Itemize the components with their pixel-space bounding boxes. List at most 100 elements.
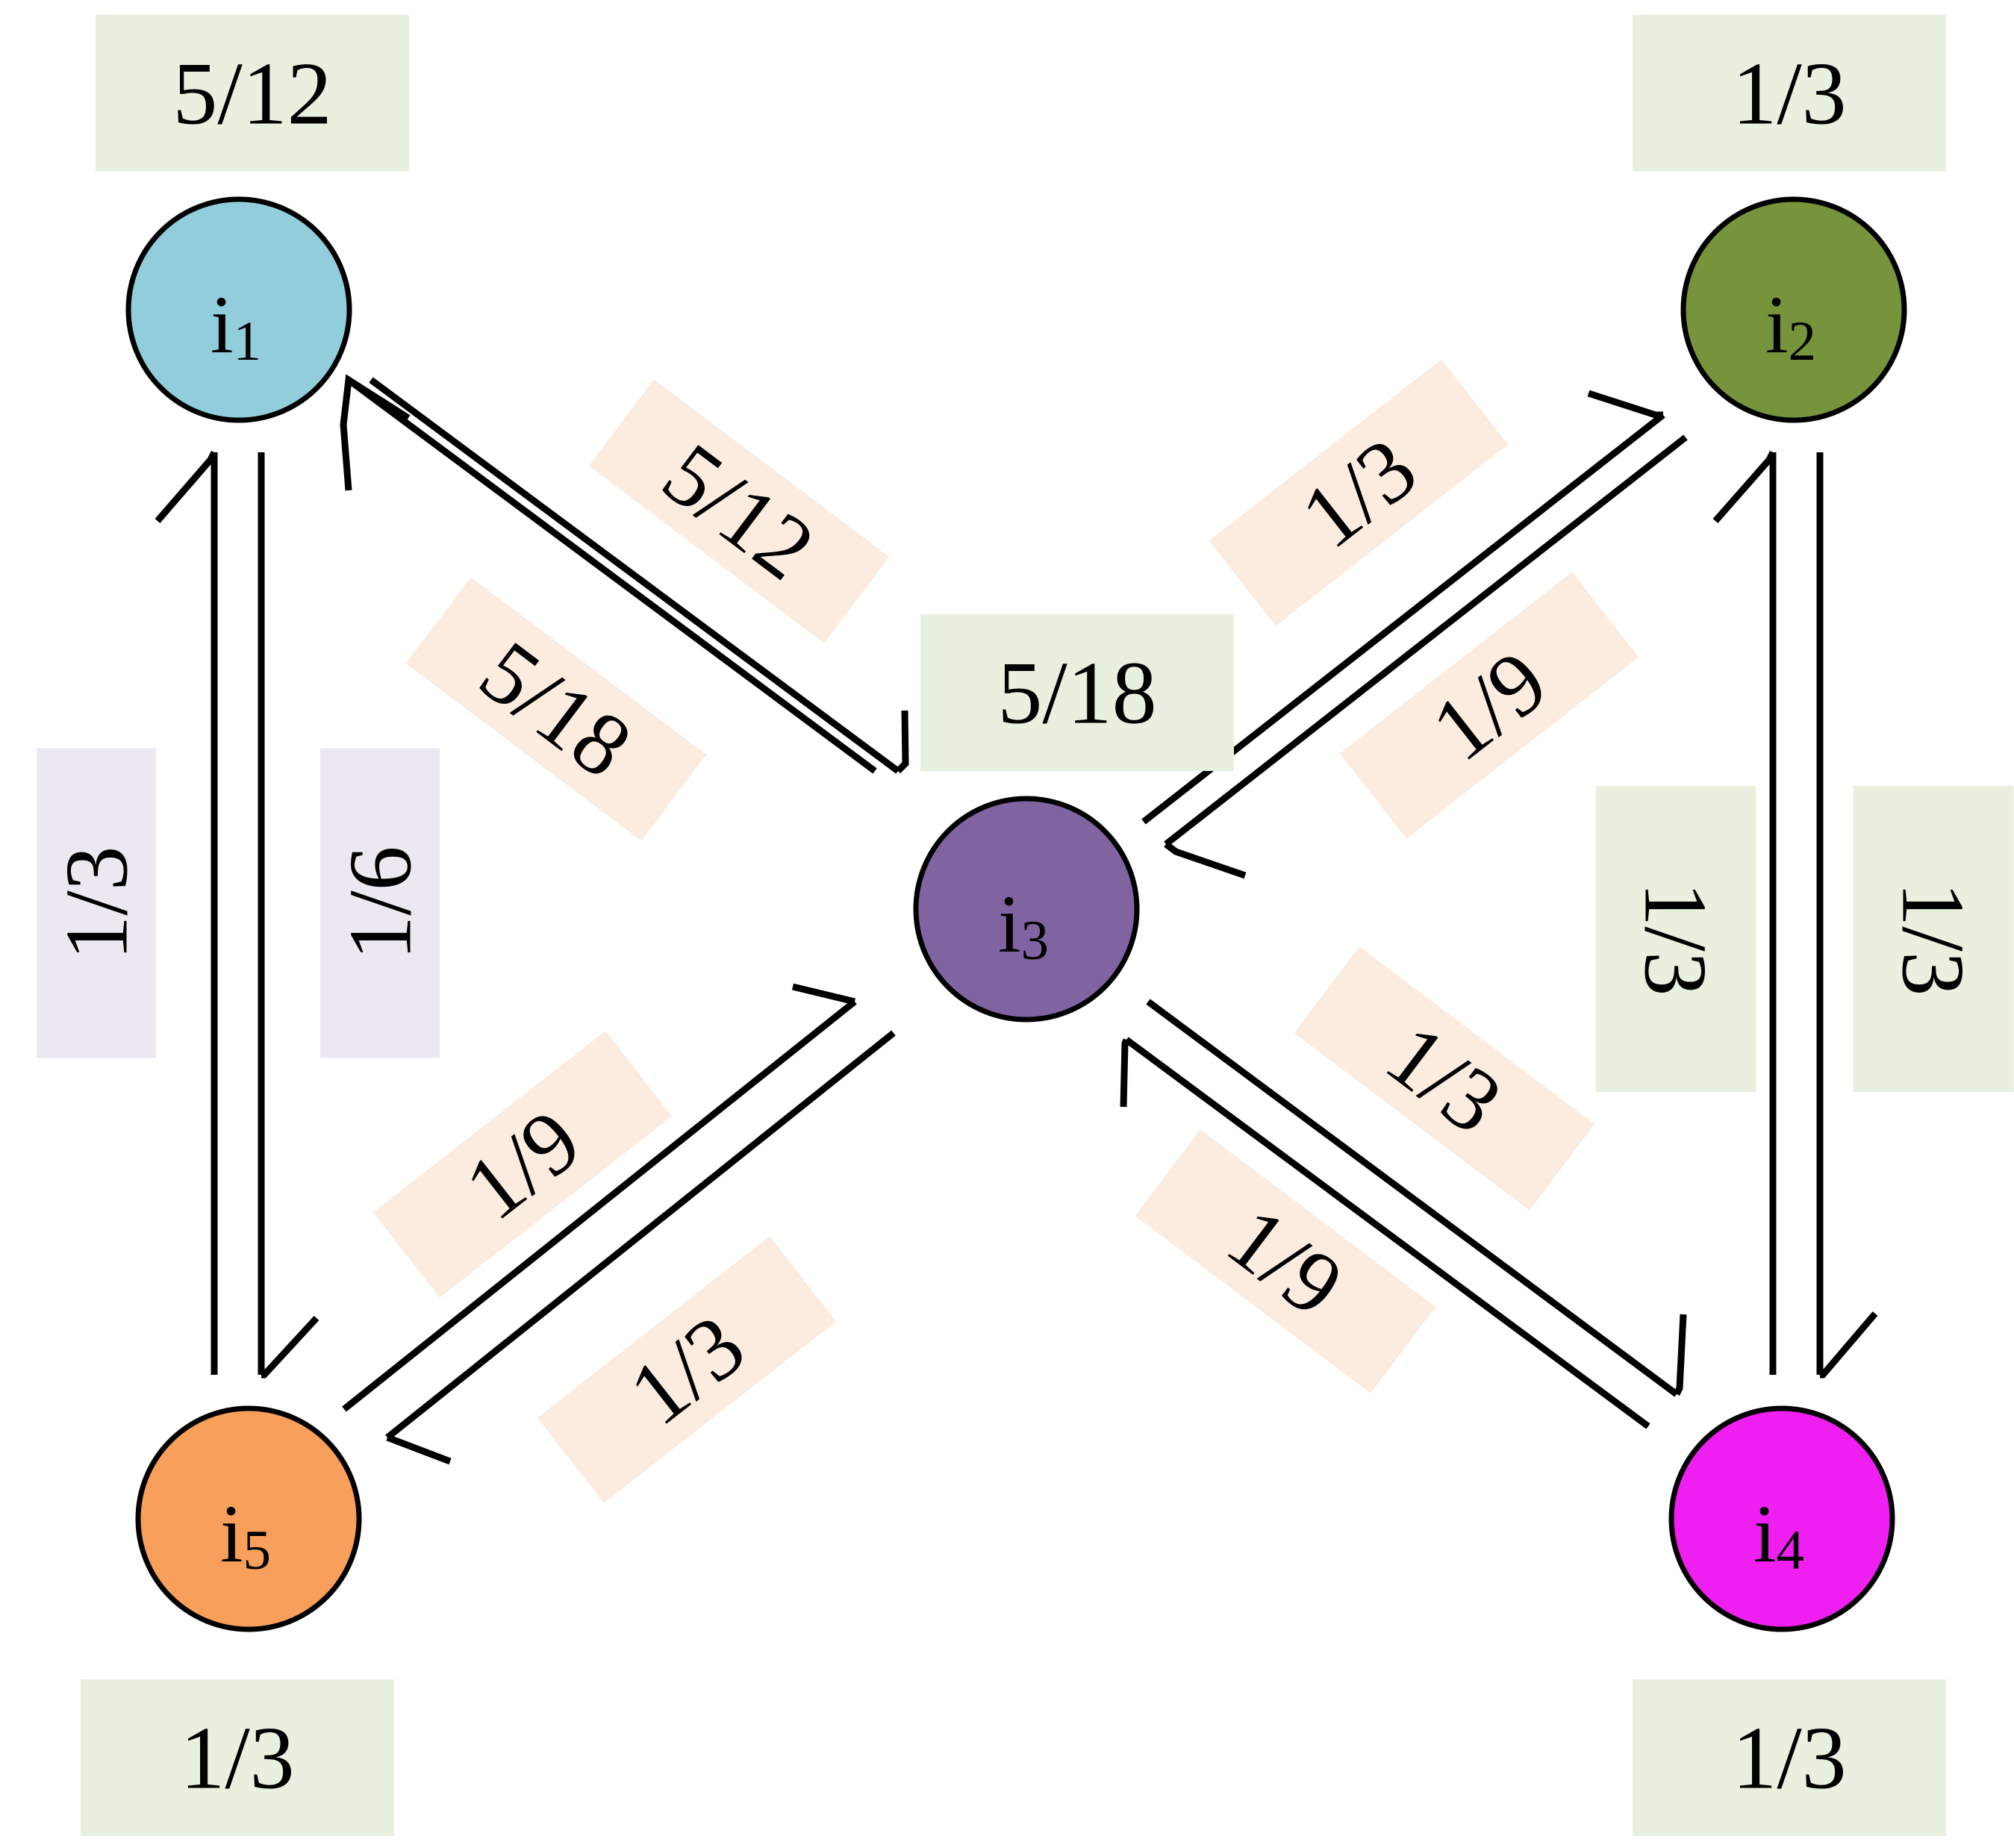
node-i1: i1 xyxy=(125,196,352,423)
node-i4-label-subscript: 4 xyxy=(1777,1520,1805,1582)
edge-i4-to-i2-arrowhead xyxy=(1712,450,1777,523)
edge-i4-to-i3-weight-box xyxy=(1135,1129,1436,1393)
node-i3-value-text: 5/18 xyxy=(997,643,1156,743)
node-i2-value-box xyxy=(1633,15,1946,172)
edge-i5-to-i3-line xyxy=(342,999,857,1412)
edge-i1-to-i3-line xyxy=(369,377,900,774)
node-i4-label-base: i xyxy=(1753,1488,1777,1579)
node-i3-label-subscript: 3 xyxy=(1021,910,1050,972)
edge-i3-to-i4-arrowhead xyxy=(1673,1314,1687,1396)
node-i5: i5 xyxy=(135,1405,362,1632)
node-i1-label-subscript: 1 xyxy=(234,310,262,372)
edge-i3-to-i2-weight-box xyxy=(1209,359,1509,626)
node-i1-value-box xyxy=(96,15,409,172)
node-value-layer: 5/12 1/3 5/18 1/3 1/3 xyxy=(81,15,1946,1836)
edge-i3-to-i4-line xyxy=(1146,999,1679,1397)
node-i3-label: i3 xyxy=(998,878,1049,972)
edge-i1-to-i5-arrowhead xyxy=(261,1315,319,1379)
node-i2-label: i2 xyxy=(1765,279,1816,372)
edge-i5-to-i1-weight-box xyxy=(37,748,156,1058)
node-i2-label-base: i xyxy=(1765,279,1789,370)
node-i2-value-text: 1/3 xyxy=(1732,44,1846,143)
edge-i3-to-i4-weight-label: 1/3 xyxy=(1294,946,1595,1211)
node-i2-label-subscript: 2 xyxy=(1789,310,1817,372)
node-i4-value-text: 1/3 xyxy=(1732,1708,1846,1808)
edge-i2-to-i3-weight-box xyxy=(1339,572,1639,839)
node-i5-value-text: 1/3 xyxy=(180,1708,294,1808)
edge-i3-to-i1-line xyxy=(346,377,877,774)
node-i5-value-box xyxy=(81,1679,394,1836)
edge-i2-to-i3-line xyxy=(1164,434,1688,847)
edge-i3-to-i5-weight-label: 1/3 xyxy=(537,1236,837,1503)
node-i5-label-subscript: 5 xyxy=(243,1520,272,1582)
node-i1-label-base: i xyxy=(211,279,234,370)
edge-i3-to-i5-arrowhead xyxy=(386,1434,452,1465)
edge-i4-to-i3 xyxy=(1120,1037,1650,1429)
edge-i4-to-i2-weight-box xyxy=(1595,786,1756,1092)
edge-i2-to-i3-arrowhead xyxy=(1164,841,1247,879)
edge-i2-to-i4-arrowhead xyxy=(1820,1311,1878,1379)
edge-i2-to-i3 xyxy=(1164,434,1688,879)
edge-i5-to-i3-weight-label: 1/9 xyxy=(372,1031,673,1298)
node-i4-value-label: 1/3 xyxy=(1633,1679,1946,1836)
edge-i5-to-i1-arrowhead xyxy=(155,450,218,523)
edge-i1-to-i3-weight-box xyxy=(405,577,707,841)
edge-i3-to-i1-weight-box xyxy=(588,379,890,643)
edge-i1-to-i5-weight-box xyxy=(320,748,440,1058)
node-i3-value-box xyxy=(920,614,1234,771)
node-i2-value-label: 1/3 xyxy=(1633,15,1946,172)
edge-i5-to-i3 xyxy=(342,983,857,1412)
edge-i4-to-i3-weight-label: 1/9 xyxy=(1135,1129,1436,1393)
node-i4-value-box xyxy=(1633,1679,1946,1836)
edge-i3-to-i4 xyxy=(1146,999,1687,1397)
node-i1-value-label: 5/12 xyxy=(96,15,409,172)
node-i2-circle xyxy=(1680,196,1907,423)
edge-i1-to-i5-weight-label: 1/6 xyxy=(320,748,440,1058)
edge-i3-to-i5 xyxy=(385,1030,896,1465)
node-i1-value-text: 5/12 xyxy=(172,44,331,143)
edge-layer xyxy=(155,374,1878,1465)
edge-i3-to-i5-weight-box xyxy=(537,1236,837,1503)
edge-i1-to-i5-weight-text: 1/6 xyxy=(331,846,430,960)
node-i2: i2 xyxy=(1680,196,1907,423)
node-i5-value-label: 1/3 xyxy=(81,1679,394,1836)
edge-i3-to-i2-weight-label: 1/3 xyxy=(1209,359,1509,626)
node-i3-circle xyxy=(913,796,1140,1023)
node-i3-value-label: 5/18 xyxy=(920,614,1234,771)
edge-i5-to-i1-weight-text: 1/3 xyxy=(47,846,146,960)
edge-i3-to-i2-arrowhead xyxy=(1587,390,1663,419)
node-i5-label-base: i xyxy=(220,1488,243,1579)
edge-i5-to-i1-weight-label: 1/3 xyxy=(37,748,156,1058)
edge-i3-to-i1-arrowhead xyxy=(340,374,411,491)
edge-i4-to-i2-weight-label: 1/3 xyxy=(1595,786,1756,1092)
node-i4: i4 xyxy=(1668,1405,1895,1632)
edge-i4-to-i2-weight-text: 1/3 xyxy=(1627,881,1726,996)
edge-i4-to-i2 xyxy=(1712,450,1777,1375)
node-i1-circle xyxy=(125,196,352,423)
node-i3: i3 xyxy=(913,796,1140,1023)
edge-i4-to-i3-line xyxy=(1124,1037,1650,1429)
node-i3-label-base: i xyxy=(998,878,1021,970)
edge-i3-to-i1 xyxy=(340,374,877,774)
edge-i2-to-i4-weight-box xyxy=(1853,786,2014,1092)
edge-i3-to-i5-line xyxy=(385,1030,896,1440)
node-i4-label: i4 xyxy=(1753,1488,1804,1582)
edge-i4-to-i3-arrowhead xyxy=(1120,1038,1130,1108)
edge-i1-to-i3 xyxy=(369,377,909,774)
node-i5-circle xyxy=(135,1405,362,1632)
edge-i3-to-i1-weight-label: 5/12 xyxy=(588,379,890,643)
node-i1-label: i1 xyxy=(211,279,261,372)
edge-i2-to-i4-weight-text: 1/3 xyxy=(1884,881,1983,996)
edge-i1-to-i3-arrowhead xyxy=(895,710,909,774)
edge-i5-to-i3-arrowhead xyxy=(791,983,856,1005)
edge-i2-to-i4 xyxy=(1816,452,1878,1379)
edge-i5-to-i3-weight-box xyxy=(372,1031,673,1298)
edge-i3-to-i4-weight-box xyxy=(1294,946,1595,1211)
edge-i1-to-i3-weight-label: 5/18 xyxy=(405,577,707,841)
edge-i2-to-i3-weight-label: 1/9 xyxy=(1339,572,1639,839)
edge-i2-to-i4-weight-label: 1/3 xyxy=(1853,786,2014,1092)
edge-i5-to-i1 xyxy=(155,450,218,1375)
